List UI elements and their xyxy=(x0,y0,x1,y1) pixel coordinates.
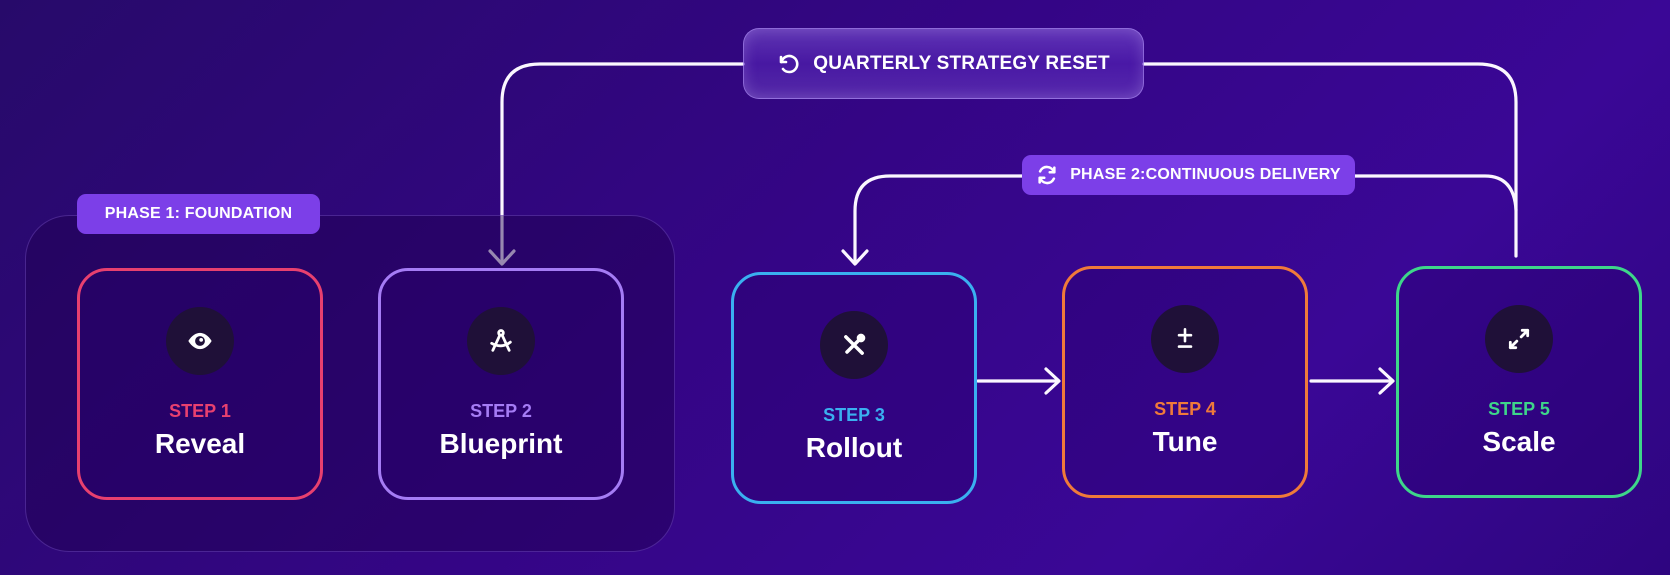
step-number: STEP 4 xyxy=(1154,399,1216,419)
refresh-icon xyxy=(1038,165,1056,185)
rotate-ccw-icon xyxy=(779,54,799,73)
step-card-rollout[interactable]: STEP 3 Rollout xyxy=(731,272,977,504)
phase2-loop-connector xyxy=(853,174,1024,264)
icon-badge xyxy=(1151,305,1219,373)
reset-loop-arrowhead xyxy=(488,249,516,266)
eye-icon xyxy=(188,332,212,350)
phase1-label: PHASE 1: FOUNDATION xyxy=(104,205,293,222)
reset-label: QUARTERLY STRATEGY RESET xyxy=(813,52,1110,74)
arrowhead-step4 xyxy=(1044,367,1061,395)
icon-badge xyxy=(820,311,888,379)
phase2-loop-arrowhead xyxy=(841,249,869,266)
phase1-group xyxy=(25,215,675,552)
step-title: Reveal xyxy=(154,428,246,459)
step-title: Scale xyxy=(1482,426,1556,457)
step-number: STEP 2 xyxy=(470,401,532,421)
icon-badge xyxy=(166,307,234,375)
icon-badge xyxy=(467,307,535,375)
expand-icon xyxy=(1508,328,1530,350)
icon-badge xyxy=(1485,305,1553,373)
phase2-loop-right-connector xyxy=(1353,174,1518,212)
quarterly-reset-badge: QUARTERLY STRATEGY RESET xyxy=(743,28,1144,99)
drafting-compass-icon xyxy=(490,329,512,352)
phase2-label: PHASE 2:CONTINUOUS DELIVERY xyxy=(1070,166,1341,183)
step-number: STEP 5 xyxy=(1488,399,1550,419)
tools-icon xyxy=(844,333,866,355)
reset-loop-connector xyxy=(500,62,745,264)
phase1-badge: PHASE 1: FOUNDATION xyxy=(77,194,320,234)
step-card-tune[interactable]: STEP 4 Tune xyxy=(1062,266,1308,498)
step-number: STEP 3 xyxy=(823,405,885,425)
step-title: Tune xyxy=(1152,426,1218,457)
arrowhead-step5 xyxy=(1378,367,1395,395)
step-number: STEP 1 xyxy=(169,401,231,421)
phase2-badge: PHASE 2:CONTINUOUS DELIVERY xyxy=(1022,155,1355,195)
step-card-reveal[interactable]: STEP 1 Reveal xyxy=(77,268,323,500)
step-title: Rollout xyxy=(805,432,903,463)
step-card-blueprint[interactable]: STEP 2 Blueprint xyxy=(378,268,624,500)
step-card-scale[interactable]: STEP 5 Scale xyxy=(1396,266,1642,498)
step-title: Blueprint xyxy=(439,428,563,459)
plus-minus-icon xyxy=(1177,327,1193,348)
reset-loop-right-connector xyxy=(1142,62,1518,258)
